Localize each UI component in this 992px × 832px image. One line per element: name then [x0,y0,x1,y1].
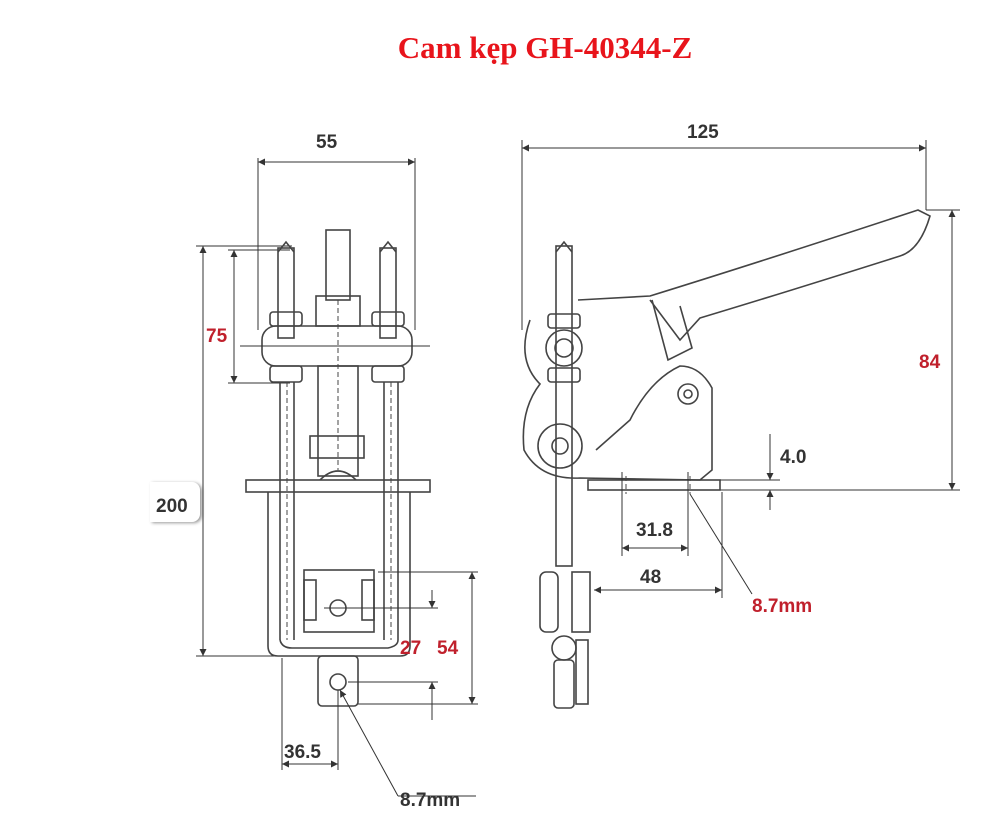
front-view: 55 200 75 27 54 36.5 8.7mm [156,132,478,811]
dim-label-55: 55 [316,132,338,153]
dim-label-125: 125 [687,122,719,143]
dim-label-31-8: 31.8 [636,520,673,541]
dim-label-36-5: 36.5 [284,742,321,763]
dim-label-8-7mm-side: 8.7mm [752,596,812,617]
dim-label-200: 200 [156,496,188,517]
side-view: 125 84 4.0 31.8 48 8.7mm [521,122,960,709]
page-title: Cam kẹp GH-40344-Z [397,30,693,65]
dim-label-8-7mm-front: 8.7mm [400,790,460,811]
dim-label-48: 48 [640,567,661,588]
dim-label-27: 27 [400,638,421,659]
dim-label-84: 84 [919,352,941,373]
dim-label-54: 54 [437,638,459,659]
dim-label-4-0: 4.0 [780,447,806,468]
dim-label-75: 75 [206,326,228,347]
dimension-200-badge [150,482,200,522]
